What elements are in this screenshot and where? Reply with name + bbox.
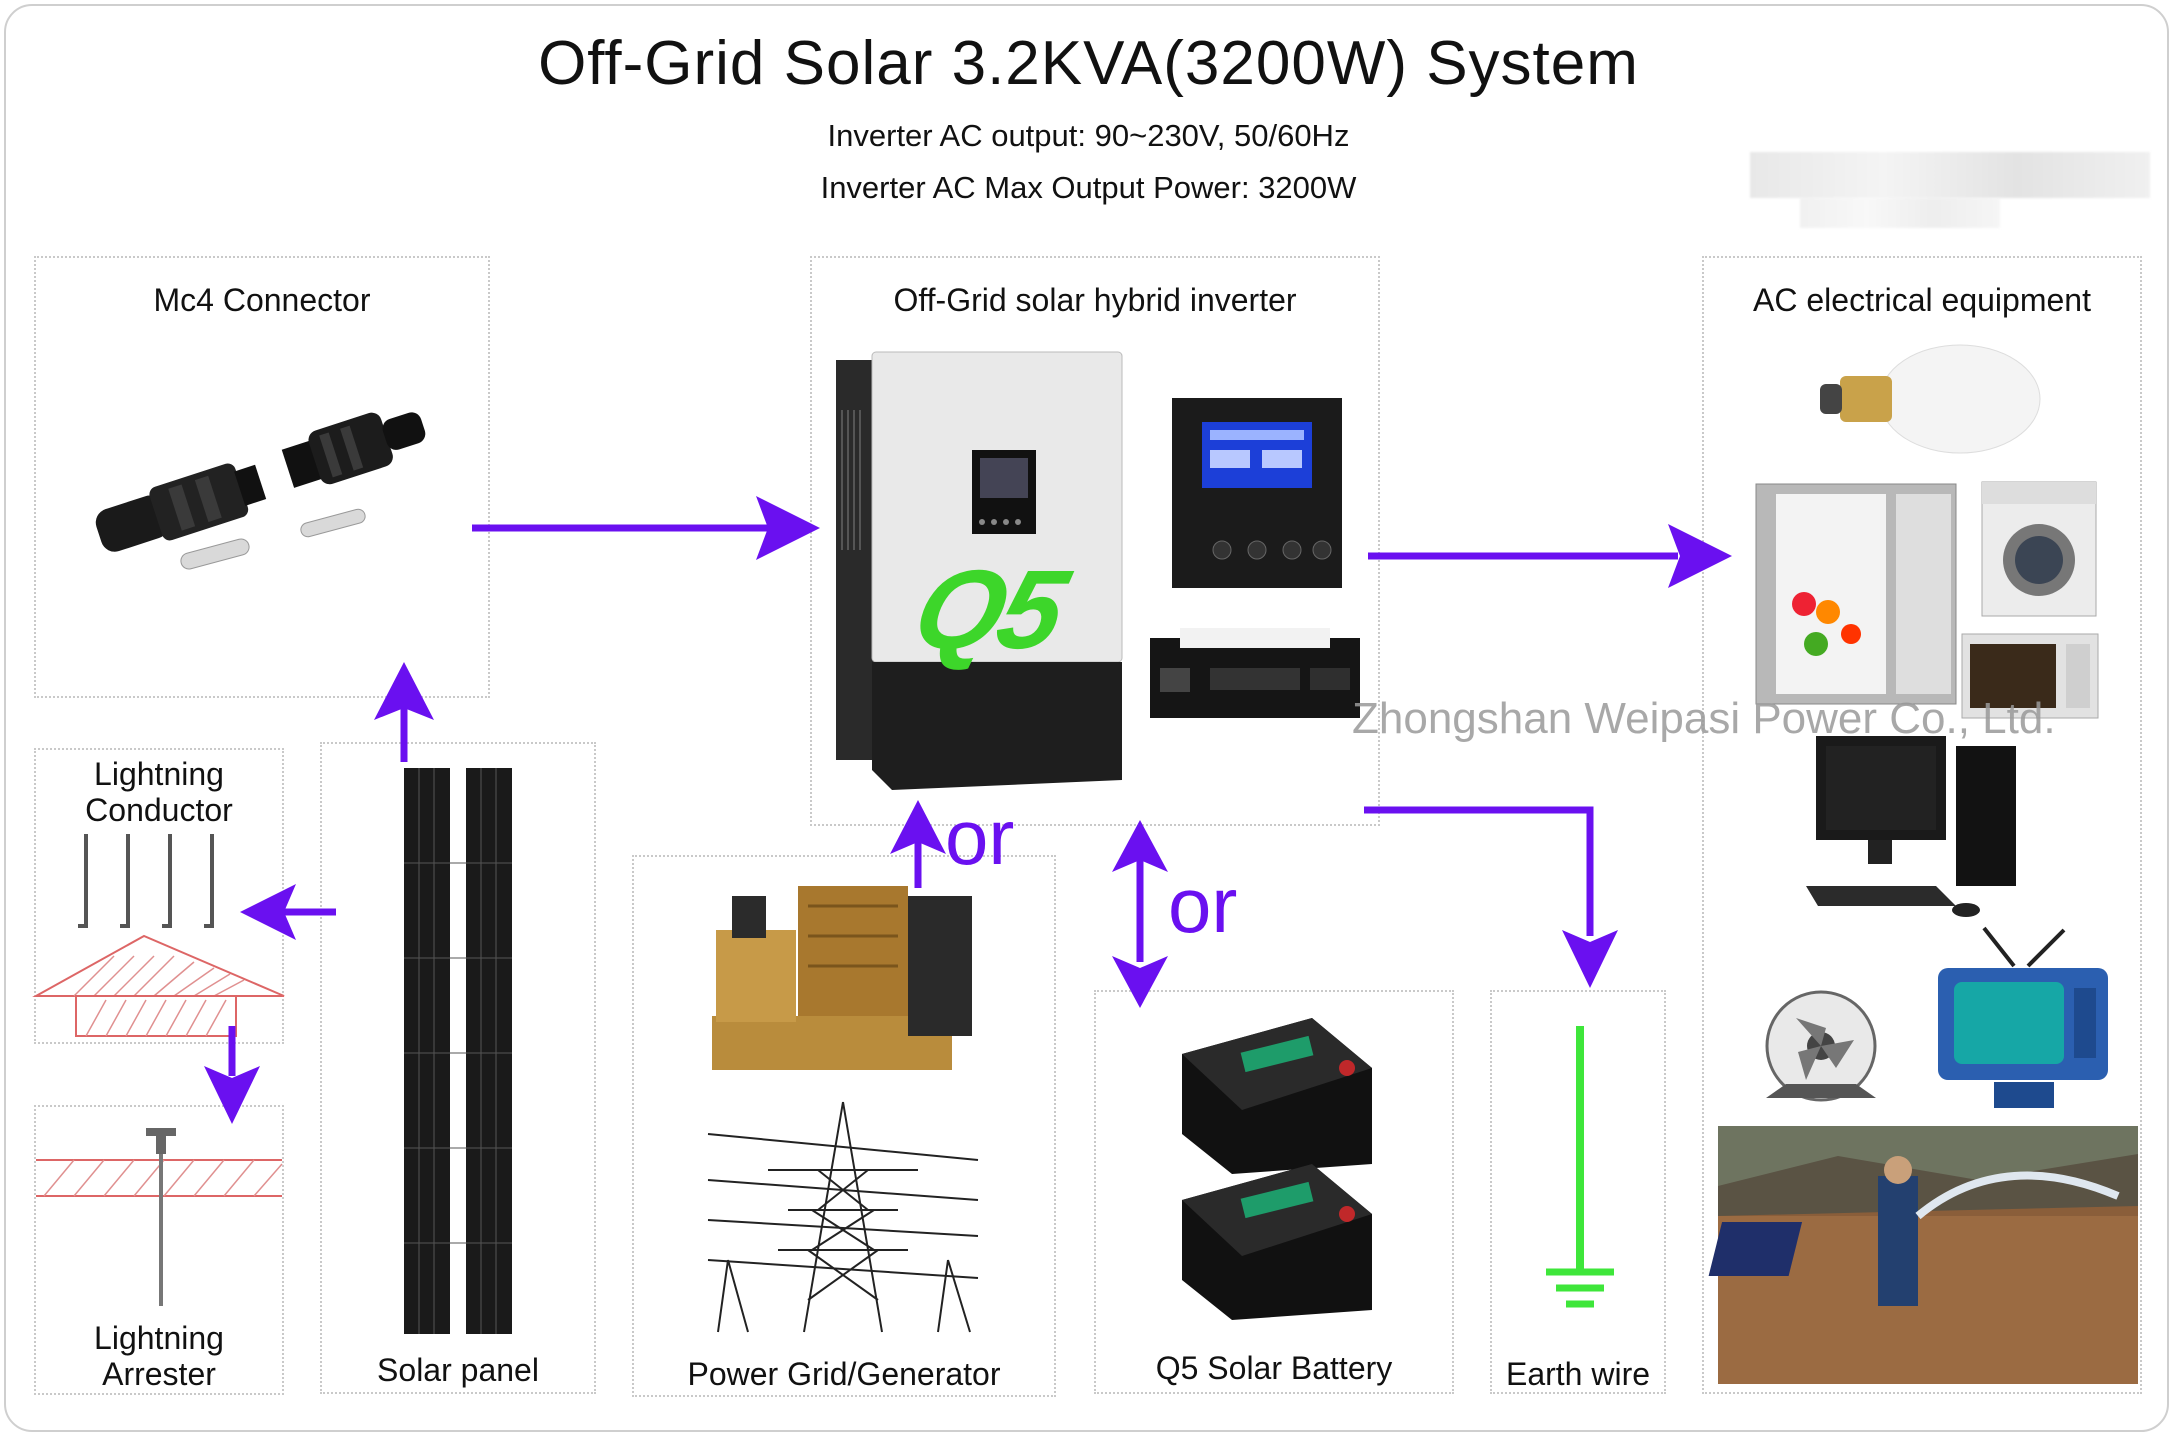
arrow-inverter-to-ac-head <box>1668 524 1732 588</box>
or-label-grid: or <box>945 793 1015 881</box>
hybrid-inverter-image <box>836 351 1123 790</box>
electric-fan-image <box>1765 990 1877 1102</box>
refrigerator-image <box>1755 483 1957 705</box>
arrow-battery-inverter-head-down <box>1112 956 1168 1008</box>
battery-top-image <box>1182 1018 1372 1174</box>
arrow-panel-to-mc4-head <box>374 662 434 720</box>
grid-generator-label: Power Grid/Generator <box>687 1356 1001 1392</box>
arrow-conductor-to-arrester-head <box>204 1066 260 1124</box>
lightning-arrester-image <box>36 1128 283 1306</box>
earth-label: Earth wire <box>1505 1356 1651 1392</box>
television-image <box>1938 926 2108 1108</box>
arrow-mc4-to-inverter-head <box>756 496 820 560</box>
generator-image <box>712 886 972 1070</box>
battery-label: Q5 Solar Battery <box>1155 1350 1393 1386</box>
lightning-conductor-image <box>32 834 285 1037</box>
arrow-grid-to-inverter-head <box>890 800 946 854</box>
mc4-label: Mc4 Connector <box>153 282 371 318</box>
irrigation-photo <box>1708 1126 2138 1384</box>
solar-panel-label: Solar panel <box>377 1352 539 1388</box>
earth-ground-symbol <box>1546 1026 1614 1308</box>
subtitle-output: Inverter AC output: 90~230V, 50/60Hz <box>827 118 1350 153</box>
mc4-box <box>34 256 490 698</box>
arrow-panel-to-lightning-head <box>240 884 296 940</box>
solar-panel-image <box>404 768 512 1334</box>
arrow-battery-inverter-head-up <box>1112 820 1168 872</box>
or-label-battery: or <box>1168 861 1238 949</box>
subtitle-power: Inverter AC Max Output Power: 3200W <box>820 170 1357 205</box>
company-watermark: Zhongshan Weipasi Power Co., Ltd. <box>1352 694 2056 743</box>
blurred-logo <box>1750 152 2150 198</box>
lightning-arrester-box <box>34 1105 284 1395</box>
lightning-conductor-label: Lightning Conductor <box>85 756 233 828</box>
solar-panel-box <box>320 742 596 1394</box>
lightning-arrester-label: Lightning Arrester <box>94 1320 224 1392</box>
inverter-box <box>810 256 1380 826</box>
blurred-logo-sub <box>1800 198 2000 228</box>
ac-equipment-label: AC electrical equipment <box>1753 282 2091 318</box>
rack-module-image <box>1150 628 1360 718</box>
washing-machine-image <box>1981 481 2097 617</box>
power-grid-image <box>707 1101 979 1333</box>
diagram-title: Off-Grid Solar 3.2KVA(3200W) System <box>538 29 1639 98</box>
grid-generator-box <box>632 855 1056 1397</box>
ac-equipment-box <box>1702 256 2142 1394</box>
microwave-image <box>1961 633 2099 719</box>
earth-box <box>1490 990 1666 1394</box>
light-bulb-image <box>1820 344 2041 454</box>
arrow-inverter-to-earth-head <box>1562 930 1618 988</box>
desktop-computer-image <box>1806 736 2016 917</box>
arrow-inverter-to-earth <box>1364 806 1594 936</box>
mc4-connector-image <box>95 412 426 570</box>
battery-bottom-image <box>1182 1164 1372 1320</box>
battery-box <box>1094 990 1454 1394</box>
inverter-label: Off-Grid solar hybrid inverter <box>893 282 1297 318</box>
outer-frame <box>4 4 2169 1432</box>
lcd-panel-image <box>1172 398 1342 588</box>
